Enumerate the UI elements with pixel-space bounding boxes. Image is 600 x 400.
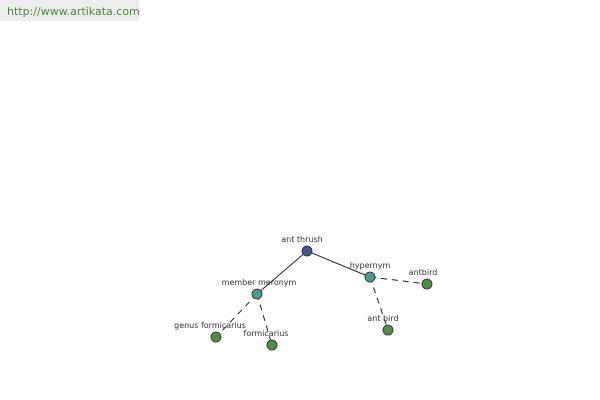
node-label-formicarius[interactable]: formicarius bbox=[244, 329, 289, 338]
edge-root-to-member-meronym bbox=[256, 250, 308, 295]
node-label-member-meronym[interactable]: member meronym bbox=[222, 278, 297, 287]
node-label-hypernym[interactable]: hypernym bbox=[350, 261, 391, 270]
node-antbird[interactable] bbox=[421, 278, 433, 290]
node-label-ant-bird[interactable]: ant bird bbox=[367, 314, 398, 323]
labels-layer: ant thrush member meronym hypernym genus fo… bbox=[174, 235, 437, 338]
node-ant-bird[interactable] bbox=[382, 324, 394, 336]
edge-member-meronym-to-genus-formicarius bbox=[215, 293, 258, 338]
nodes-layer bbox=[210, 245, 433, 351]
node-genus-formicarius[interactable] bbox=[210, 331, 222, 343]
source-link[interactable]: http://www.artikata.com bbox=[7, 5, 140, 18]
node-hypernym[interactable] bbox=[364, 271, 376, 283]
edge-member-meronym-to-formicarius bbox=[256, 293, 273, 346]
node-label-antbird[interactable]: antbird bbox=[409, 268, 438, 277]
edge-root-to-hypernym bbox=[306, 250, 371, 278]
source-bar: http://www.artikata.com bbox=[0, 0, 140, 21]
node-formicarius[interactable] bbox=[266, 339, 278, 351]
node-label-genus-formicarius[interactable]: genus formicarius bbox=[174, 321, 246, 330]
edge-hypernym-to-ant-bird bbox=[369, 276, 389, 331]
node-label-root[interactable]: ant thrush bbox=[281, 235, 322, 244]
edges-layer bbox=[215, 250, 428, 346]
edge-hypernym-to-antbird bbox=[369, 276, 428, 285]
node-root[interactable] bbox=[301, 245, 313, 257]
node-member-meronym[interactable] bbox=[251, 288, 263, 300]
